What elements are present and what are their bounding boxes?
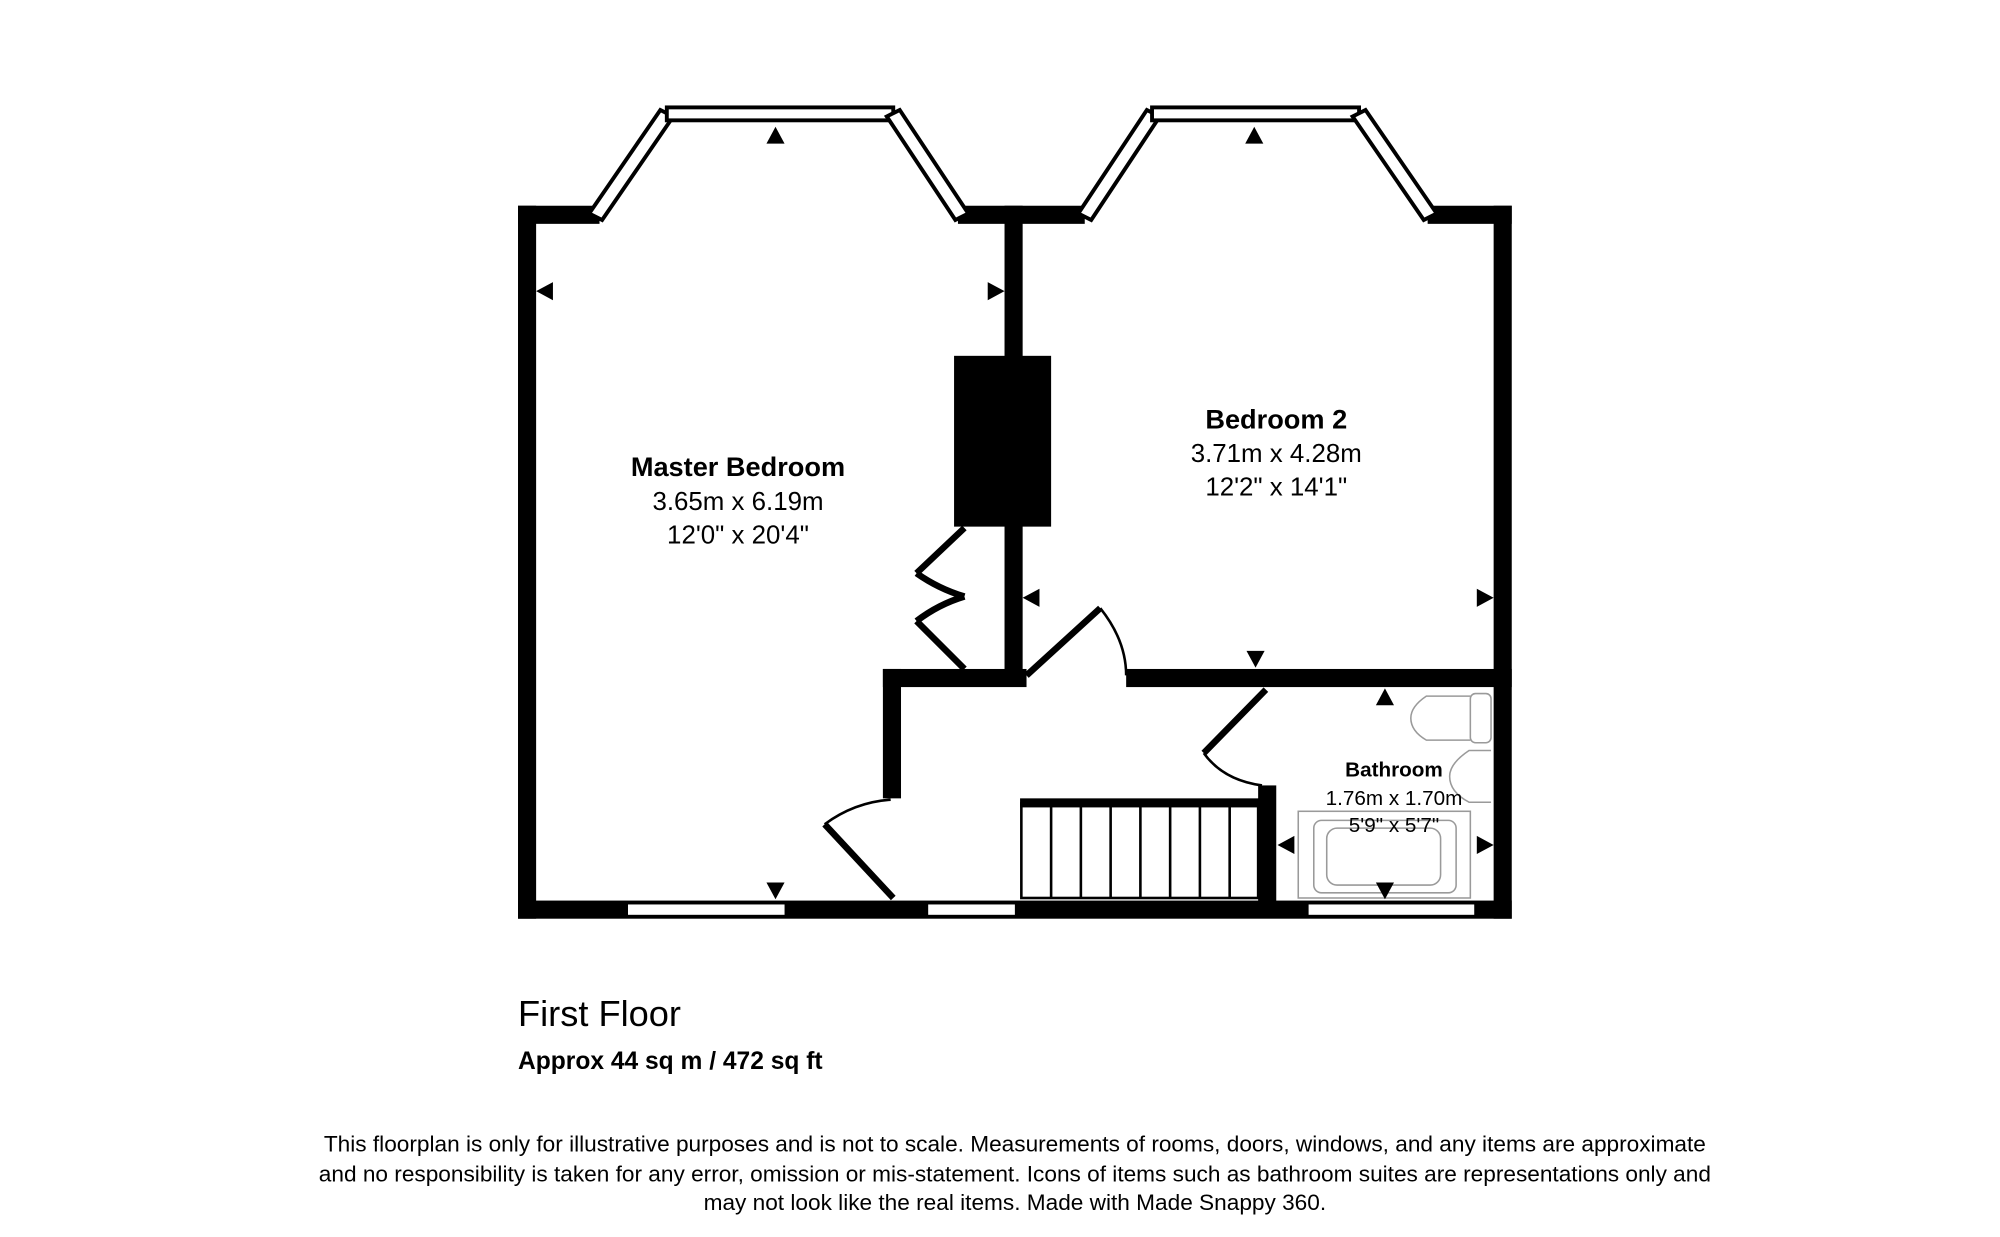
room-name: Master Bedroom bbox=[631, 451, 845, 482]
room-name: Bathroom bbox=[1345, 758, 1443, 781]
disclaimer-line: may not look like the real items. Made w… bbox=[704, 1190, 1327, 1215]
room-label-bathroom: Bathroom 1.76m x 1.70m 5'9" x 5'7" bbox=[1326, 758, 1463, 837]
floor-area: Approx 44 sq m / 472 sq ft bbox=[518, 1048, 823, 1075]
room-metric: 3.65m x 6.19m bbox=[652, 488, 823, 516]
chimney-breast bbox=[954, 355, 1052, 527]
room-imperial: 12'2" x 14'1" bbox=[1205, 474, 1347, 502]
doors bbox=[822, 525, 1269, 901]
room-label-master-bedroom: Master Bedroom 3.65m x 6.19m 12'0" x 20'… bbox=[631, 451, 845, 549]
room-metric: 3.71m x 4.28m bbox=[1191, 440, 1362, 468]
room-imperial: 12'0" x 20'4" bbox=[667, 521, 809, 549]
room-imperial: 5'9" x 5'7" bbox=[1349, 814, 1439, 837]
floor-title: First Floor bbox=[518, 993, 681, 1034]
room-name: Bedroom 2 bbox=[1205, 403, 1347, 434]
measurement-arrows bbox=[536, 126, 1494, 900]
sink-icon bbox=[1448, 749, 1492, 804]
disclaimer-line: and no responsibility is taken for any e… bbox=[319, 1161, 1711, 1186]
room-label-bedroom-2: Bedroom 2 3.71m x 4.28m 12'2" x 14'1" bbox=[1191, 403, 1362, 501]
stairs bbox=[1020, 798, 1260, 900]
windows bbox=[625, 901, 1477, 918]
bay-windows bbox=[586, 105, 1440, 223]
toilet-icon bbox=[1410, 695, 1471, 741]
disclaimer-line: This floorplan is only for illustrative … bbox=[324, 1132, 1706, 1157]
disclaimer: This floorplan is only for illustrative … bbox=[319, 1132, 1711, 1215]
room-metric: 1.76m x 1.70m bbox=[1326, 787, 1463, 810]
